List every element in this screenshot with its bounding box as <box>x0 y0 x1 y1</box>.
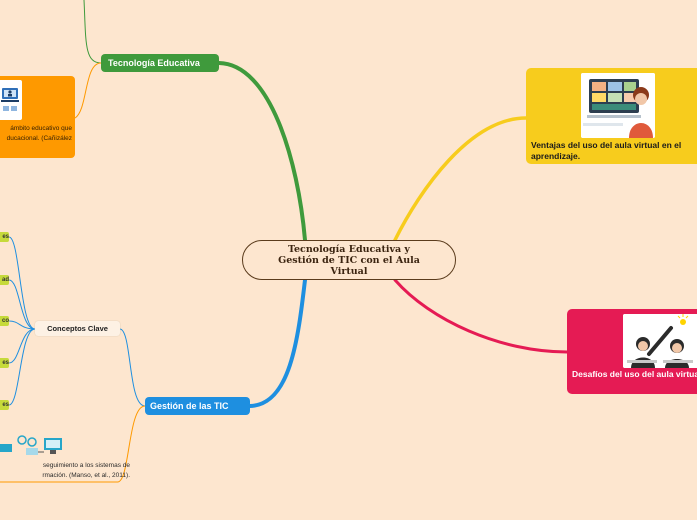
link-ventajas <box>395 118 526 240</box>
link-desafios <box>395 280 567 352</box>
link-concepts <box>120 329 145 406</box>
conceptos-clave-node[interactable]: Conceptos Clave <box>35 321 120 336</box>
concept-leaf-3[interactable]: co <box>0 316 9 326</box>
link-tecnologia-up <box>84 0 101 63</box>
concept-leaf-label: es <box>2 360 9 366</box>
students-idea-icon <box>623 314 697 368</box>
concept-leaf-4[interactable]: es <box>0 358 9 368</box>
link-gestion <box>250 280 305 406</box>
tecnologia-educativa-label: Tecnología Educativa <box>108 58 200 68</box>
concept-leaf-label: es <box>2 234 9 240</box>
tecnologia-educativa-node[interactable]: Tecnología Educativa <box>101 54 219 72</box>
gestion-note-text: seguimiento a los sistemas de rmación. (… <box>0 461 130 481</box>
link-tecnologia <box>219 63 305 240</box>
video-conference-icon <box>581 73 655 138</box>
gestion-tic-label: Gestión de las TIC <box>150 401 229 411</box>
central-topic[interactable]: Tecnología Educativa y Gestión de TIC co… <box>242 240 456 280</box>
tecnologia-note-card[interactable]: ámbito educativo que ducacional. (Cañizá… <box>0 76 75 158</box>
network-computers-icon <box>0 434 66 458</box>
concept-leaf-1[interactable]: es <box>0 232 9 242</box>
concept-leaf-label: es <box>2 402 9 408</box>
link-tecnologia-card <box>75 63 101 118</box>
desafios-label: Desafíos del uso del aula virtual en el … <box>572 369 697 380</box>
gestion-tic-node[interactable]: Gestión de las TIC <box>145 397 250 415</box>
concept-leaf-5[interactable]: es <box>0 400 9 410</box>
ventajas-node[interactable]: Ventajas del uso del aula virtual en el … <box>526 68 697 164</box>
conceptos-clave-label: Conceptos Clave <box>47 324 108 333</box>
tecnologia-note-text: ámbito educativo que ducacional. (Cañizá… <box>0 124 72 144</box>
concept-leaf-label: ad <box>2 277 9 283</box>
concept-leaf-label: co <box>2 318 9 324</box>
concept-leaf-2[interactable]: ad <box>0 275 9 285</box>
online-learning-icon <box>0 80 22 120</box>
desafios-node[interactable]: Desafíos del uso del aula virtual en el … <box>567 309 697 394</box>
ventajas-label: Ventajas del uso del aula virtual en el … <box>531 140 697 162</box>
central-topic-label: Tecnología Educativa y Gestión de TIC co… <box>267 244 431 277</box>
